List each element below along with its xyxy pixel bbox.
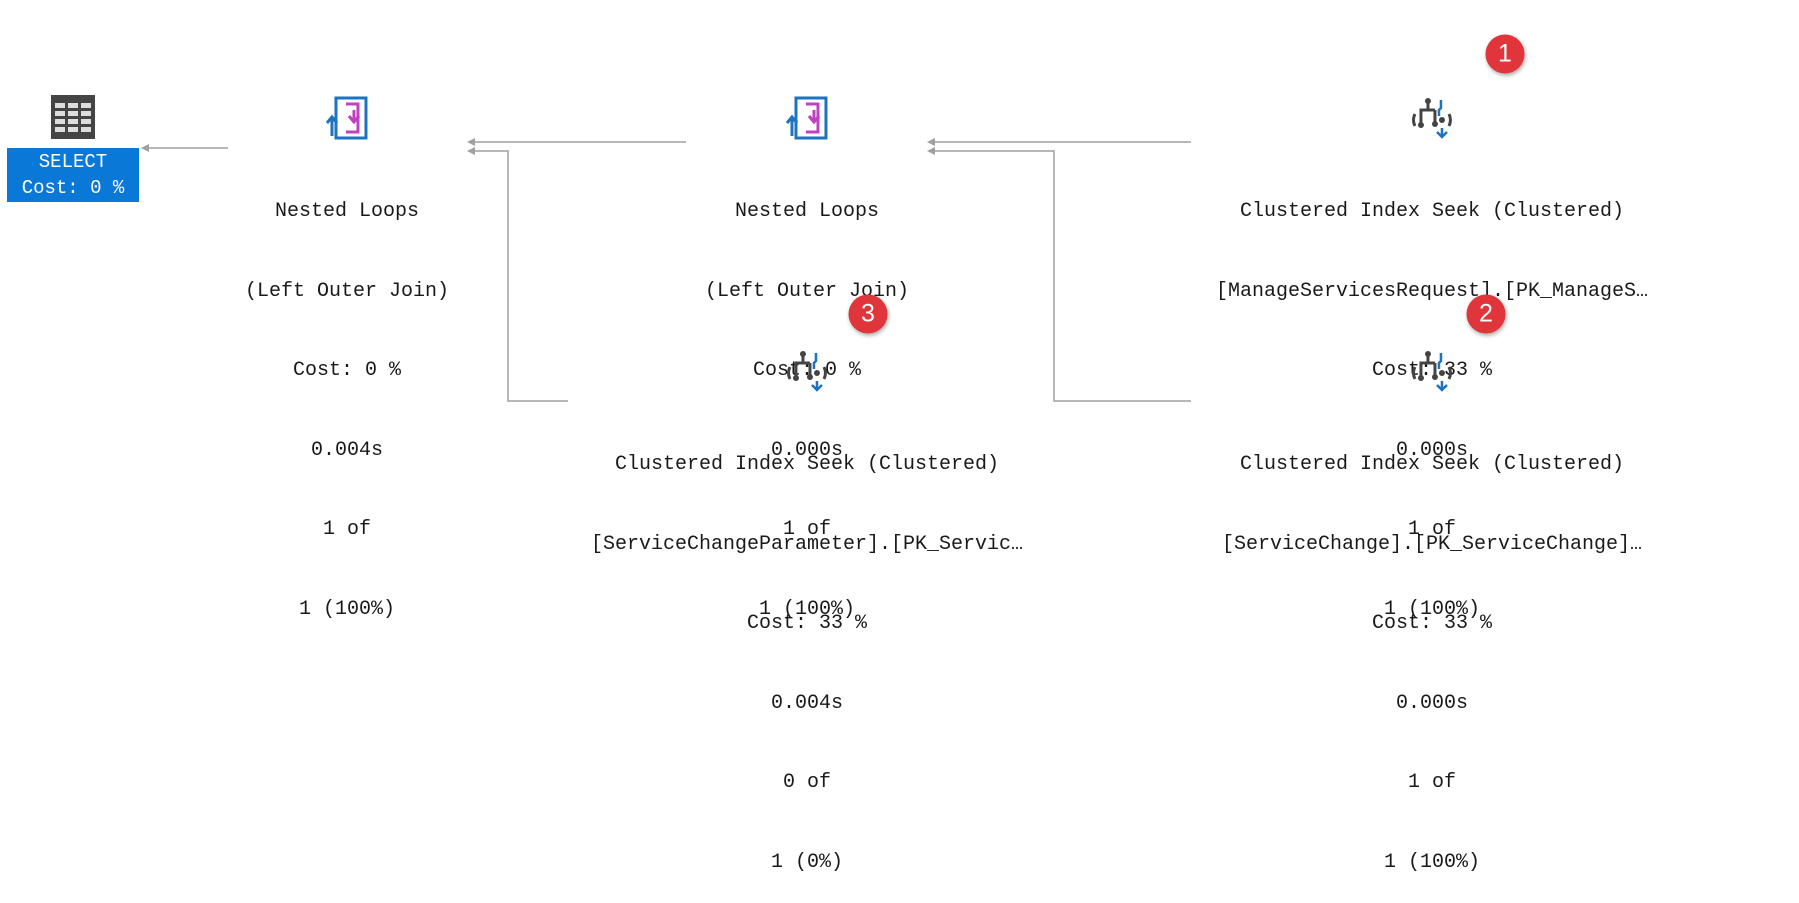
node-rows: 1 of (1407, 771, 1457, 794)
node-rows-estimate: 1 (100%) (1383, 850, 1481, 874)
select-cost: Cost: 0 % (21, 177, 125, 199)
node-line: Clustered Index Seek (Clustered) (614, 453, 1000, 476)
node-object: [ServiceChange].[PK_ServiceChange]… (1221, 532, 1643, 556)
node-time: 0.004s (770, 691, 844, 715)
nested-loops-icon (785, 96, 828, 140)
node-object: [ServiceChangeParameter].[PK_Servic… (590, 532, 1024, 556)
node-time: 0.000s (1395, 438, 1469, 462)
result-table-icon (51, 95, 95, 139)
node-line: Clustered Index Seek (Clustered) (1239, 200, 1625, 223)
node-time: 0.000s (1395, 691, 1469, 715)
node-line: Nested Loops (274, 200, 420, 223)
node-object: [ManageServicesRequest].[PK_ManageS… (1215, 279, 1649, 303)
node-cost: Cost: 33 % (746, 612, 868, 635)
select-node[interactable]: SELECT Cost: 0 % (7, 94, 139, 202)
nested-loops-node-1[interactable]: Nested Loops (Left Outer Join) Cost: 0 %… (245, 43, 449, 650)
nested-loops-icon (325, 96, 368, 140)
index-seek-icon (1411, 98, 1452, 139)
node-time: 0.004s (310, 438, 384, 462)
link-cis2-nl2 (930, 150, 1191, 402)
clustered-index-seek-node-2[interactable]: Clustered Index Seek (Clustered) [Servic… (1222, 296, 1642, 903)
node-line: (Left Outer Join) (244, 279, 450, 303)
node-cost: Cost: 33 % (1371, 612, 1493, 635)
index-seek-icon (786, 351, 827, 392)
node-line: Nested Loops (734, 200, 880, 223)
node-line: (Left Outer Join) (704, 279, 910, 303)
node-rows: 0 of (782, 771, 832, 794)
node-rows-estimate: 1 (0%) (770, 850, 844, 874)
node-rows: 1 of (322, 518, 372, 541)
select-label: SELECT (38, 151, 108, 173)
annotation-badge-3: 3 (848, 294, 888, 334)
index-seek-icon (1411, 351, 1452, 392)
node-cost: Cost: 0 % (292, 359, 402, 382)
plan-links (141, 138, 1191, 402)
clustered-index-seek-node-3[interactable]: Clustered Index Seek (Clustered) [Servic… (591, 296, 1023, 903)
annotation-badge-2: 2 (1466, 294, 1506, 334)
link-cis3-nl1 (470, 150, 568, 402)
node-time: 0.000s (770, 438, 844, 462)
annotation-badge-1: 1 (1485, 34, 1525, 74)
node-line: Clustered Index Seek (Clustered) (1239, 453, 1625, 476)
node-rows-estimate: 1 (100%) (298, 597, 396, 621)
